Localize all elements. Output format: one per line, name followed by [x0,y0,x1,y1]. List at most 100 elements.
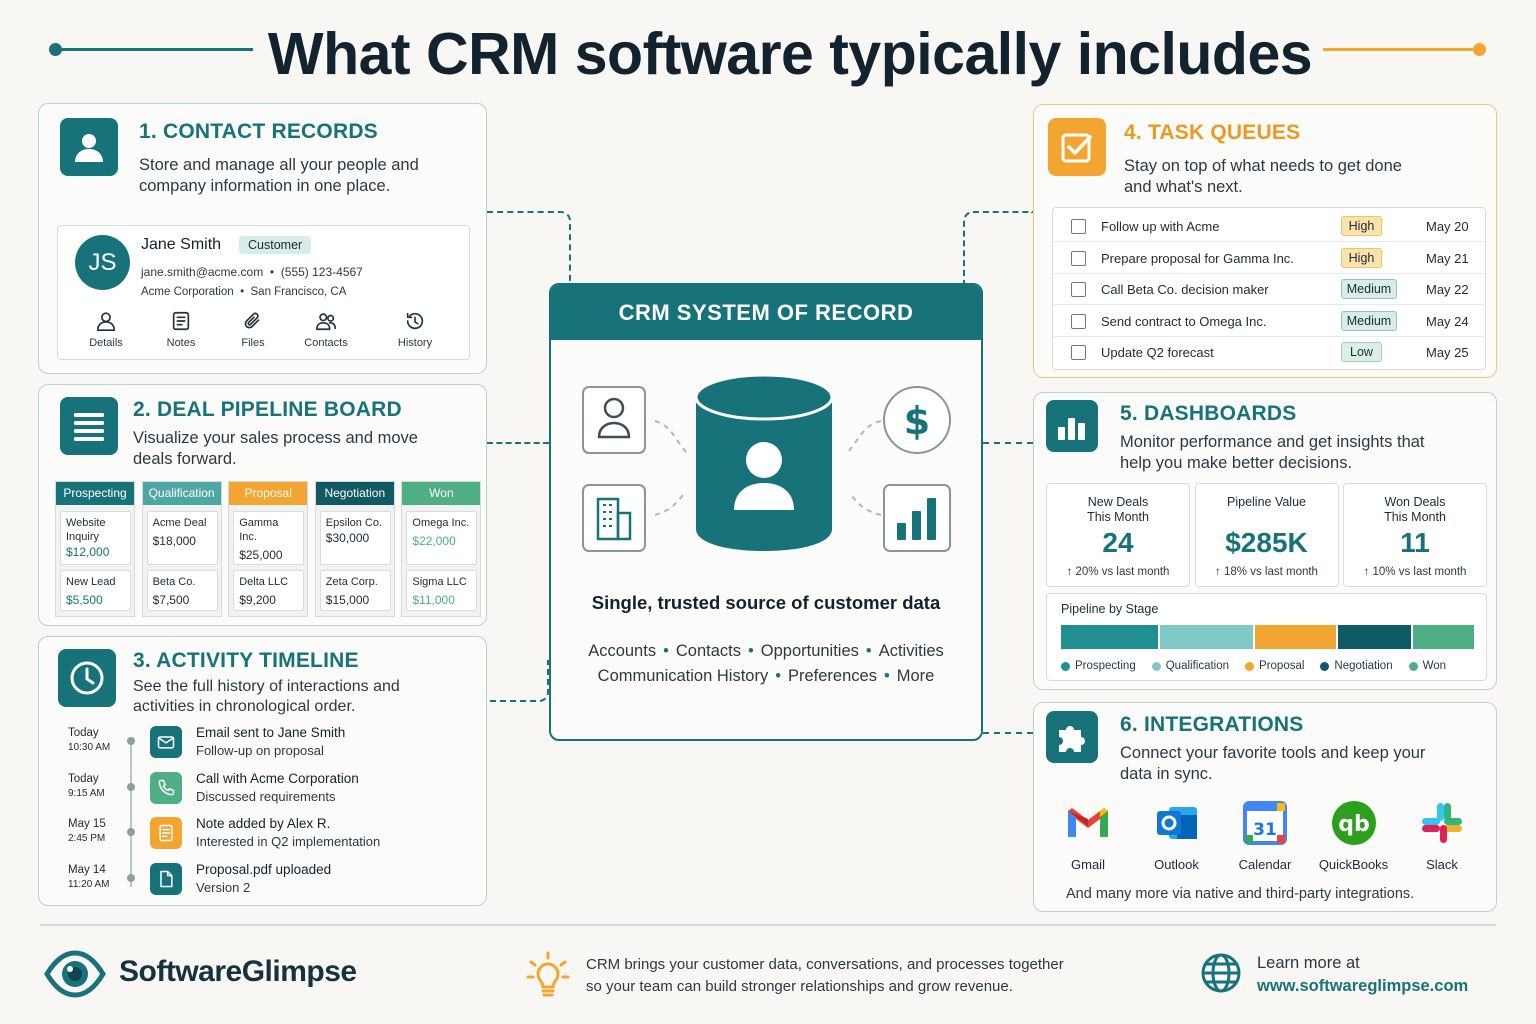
priority-badge: Medium [1341,279,1397,299]
contact-action-label: Details [89,337,123,349]
task-checkbox[interactable] [1071,219,1086,234]
deal-card[interactable]: Acme Deal$18,000 [146,511,218,565]
task-queues-panel: 4. TASK QUEUES Stay on top of what needs… [1033,104,1497,378]
stage-segment-won [1413,625,1475,649]
task-checkbox[interactable] [1071,345,1086,360]
deal-name: Delta LLC [239,576,289,588]
deal-card[interactable]: Zeta Corp.$15,000 [319,570,391,611]
crm-data-types-2: Communication History•Preferences•More [551,667,981,686]
list-icon [74,413,104,441]
connector-contact [487,211,571,283]
pipeline-column-header: Negotiation [315,482,394,505]
phone-icon [158,779,175,795]
timeline-day: May 14 [68,863,106,876]
deal-card[interactable]: Delta LLC$9,200 [233,570,305,611]
contact-phone[interactable]: (555) 123-4567 [280,265,363,279]
timeline-day: May 15 [68,818,106,830]
timeline-day: Today [68,772,99,785]
contact-email[interactable]: jane.smith@acme.com [141,265,264,279]
avatar: JS [75,235,130,290]
stage-title: Pipeline by Stage [1061,602,1159,616]
timeline-item-title[interactable]: Note added by Alex R. [196,816,331,831]
people-icon [316,313,336,331]
legend-swatch [1061,661,1070,671]
priority-badge: Low [1341,342,1382,362]
dollar-icon: $ [883,386,951,454]
deal-card[interactable]: Epsilon Co.$30,000 [319,511,391,565]
legend-item: Won [1408,660,1447,672]
crm-data-types-1: Accounts•Contacts•Opportunities•Activiti… [551,642,981,661]
kpi-label: New Deals [1087,495,1149,509]
contact-action-label: Notes [166,337,196,349]
task-checkbox[interactable] [1071,250,1086,266]
pipeline-column-header: Qualification [142,482,221,505]
timeline-desc: See the full history of interactions and… [133,678,400,715]
integration-outlook[interactable]: Outlook [1132,799,1222,872]
contact-action-notes[interactable]: Notes [151,310,211,349]
deal-name: Website Inquiry [66,517,106,543]
bullet-separator: • [747,642,754,660]
title-dot-right [1473,43,1486,56]
contact-desc: Store and manage all your people and com… [139,156,419,195]
integration-gmail[interactable]: Gmail [1043,799,1133,872]
contact-action-contacts[interactable]: Contacts [296,310,356,349]
deal-card[interactable]: New Lead$5,500 [60,570,131,611]
timeline-panel-tile [58,649,116,707]
bar-chart-icon [883,484,951,552]
task-name: Update Q2 forecast [1101,345,1214,360]
pipeline-panel-tile [60,397,118,455]
website-link[interactable]: www.softwareglimpse.com [1257,977,1469,995]
contact-action-files[interactable]: Files [223,310,283,349]
legend-item: Prospecting [1061,660,1136,672]
contact-action-history[interactable]: History [385,310,445,349]
legend-label: Won [1422,660,1447,672]
legend-item: Proposal [1245,660,1304,672]
timeline-item-sub: Version 2 [196,879,251,895]
timeline-item-title[interactable]: Call with Acme Corporation [196,770,359,786]
contact-title: 1. CONTACT RECORDS [139,120,378,143]
integration-label: Outlook [1154,857,1199,872]
deal-card[interactable]: Gamma Inc.$25,000 [233,511,305,565]
outlook-icon [1156,807,1197,839]
deal-name: Zeta Corp. [325,576,378,588]
timeline-icon-tile [150,771,182,804]
dashboards-panel-tile [1046,400,1098,452]
deal-card[interactable]: Sigma LLC$11,000 [406,570,478,611]
task-checkbox[interactable] [1071,282,1086,297]
crm-system-illustration: $ [582,373,951,552]
deal-name: Beta Co. [152,576,196,588]
stage-bar [1061,625,1475,649]
timeline-dot [127,873,135,882]
connector-integrations [983,732,1033,734]
contact-name: Jane Smith [141,236,222,253]
timeline-dot [127,782,135,791]
contact-card[interactable]: JS Jane Smith Customer jane.smith@acme.c… [57,225,470,360]
contact-action-details[interactable]: Details [76,310,136,349]
timeline-item-title[interactable]: Proposal.pdf uploaded [196,861,332,877]
deal-card[interactable]: Website Inquiry$12,000 [60,511,131,565]
deal-value: $7,500 [152,593,190,607]
integrations-title: 6. INTEGRATIONS [1120,713,1304,736]
integration-slack[interactable]: Slack [1397,799,1487,872]
timeline-icon-tile [150,862,182,895]
learn-more-label: Learn more at [1257,954,1360,972]
contact-action-label: Contacts [304,337,348,349]
task-name: Follow up with Acme [1101,219,1220,234]
deal-card[interactable]: Beta Co. $7,500 [146,570,218,611]
timeline-item-title[interactable]: Email sent to Jane Smith [196,725,346,740]
kpi-card: Pipeline Value$285K↑ 18% vs last month [1194,483,1339,587]
legend-item: Qualification [1151,660,1229,672]
task-checkbox[interactable] [1071,313,1086,329]
deal-card[interactable]: Omega Inc.$22,000 [406,511,478,565]
crm-data-type: More [896,667,935,685]
timeline-day: Today [68,727,99,739]
